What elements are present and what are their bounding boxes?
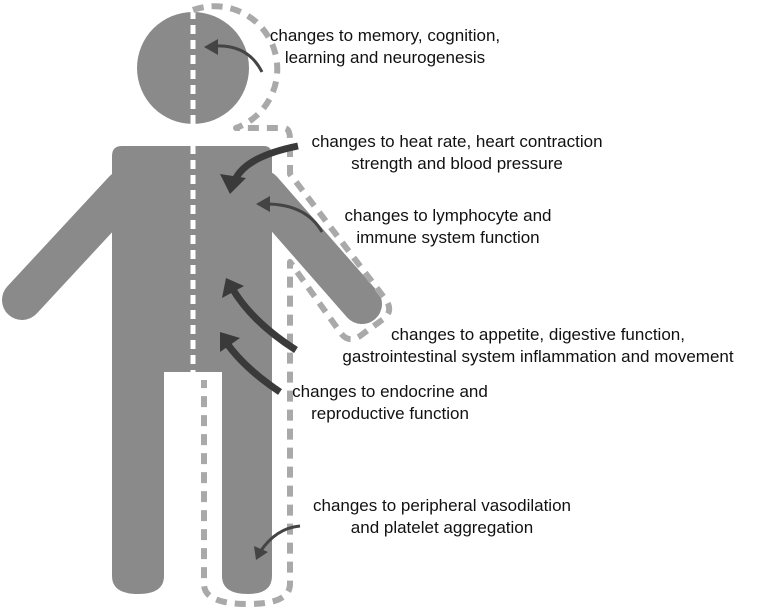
label-vascular-line2: and platelet aggregation bbox=[292, 517, 592, 539]
label-immune-line2: immune system function bbox=[328, 227, 568, 249]
label-digestive-line1: changes to appetite, digestive function, bbox=[309, 324, 767, 346]
label-digestive: changes to appetite, digestive function,… bbox=[309, 324, 767, 368]
label-vascular: changes to peripheral vasodilation and p… bbox=[292, 495, 592, 539]
figure-left-arm bbox=[22, 190, 124, 300]
label-endocrine: changes to endocrine and reproductive fu… bbox=[278, 381, 502, 425]
label-heart-line1: changes to heat rate, heart contraction bbox=[286, 131, 628, 153]
label-heart-line2: strength and blood pressure bbox=[286, 153, 628, 175]
label-brain-line1: changes to memory, cognition, bbox=[250, 25, 520, 47]
label-immune-line1: changes to lymphocyte and bbox=[328, 205, 568, 227]
label-digestive-line2: gastrointestinal system inflammation and… bbox=[309, 346, 767, 368]
label-brain: changes to memory, cognition, learning a… bbox=[250, 25, 520, 69]
label-endocrine-line1: changes to endocrine and bbox=[278, 381, 502, 403]
label-immune: changes to lymphocyte and immune system … bbox=[328, 205, 568, 249]
label-heart: changes to heat rate, heart contraction … bbox=[286, 131, 628, 175]
label-endocrine-line2: reproductive function bbox=[278, 403, 502, 425]
label-brain-line2: learning and neurogenesis bbox=[250, 47, 520, 69]
label-vascular-line1: changes to peripheral vasodilation bbox=[292, 495, 592, 517]
